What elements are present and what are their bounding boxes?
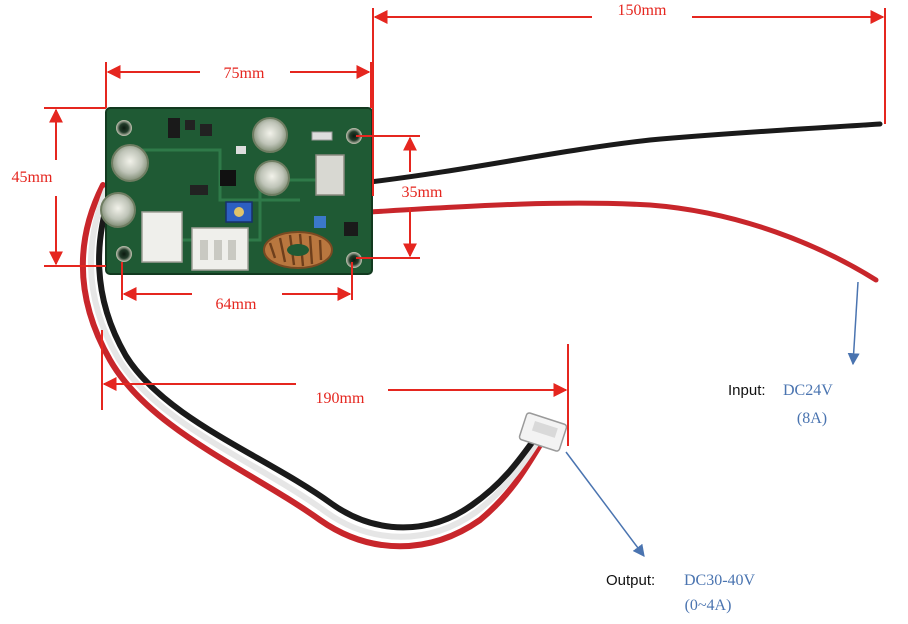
- capacitor: [111, 144, 149, 182]
- capacitor: [254, 160, 290, 196]
- output-wire-harness: [79, 182, 543, 550]
- dim-input-wire-length: 150mm: [372, 2, 886, 196]
- capacitor: [100, 192, 136, 228]
- mounting-hole-tr: [346, 128, 362, 144]
- pcb-header-left: [141, 211, 183, 263]
- output-voltage: DC30-40V: [684, 572, 756, 589]
- board-length-label: 75mm: [224, 65, 265, 82]
- input-wire-length-label: 150mm: [618, 2, 667, 19]
- dim-hole-spacing-short: 35mm: [356, 135, 443, 259]
- dim-board-length: 75mm: [105, 62, 372, 108]
- input-callout: Input: DC24V (8A): [728, 281, 860, 427]
- input-wires: [367, 121, 883, 283]
- output-current: (0~4A): [685, 597, 732, 614]
- dim-hole-spacing-long: 64mm: [121, 262, 353, 313]
- output-label: Output:: [606, 572, 655, 589]
- capacitor: [252, 117, 288, 153]
- dim-output-wire-length: 190mm: [101, 330, 569, 446]
- mounting-hole-tl: [116, 120, 132, 136]
- output-callout: Output: DC30-40V (0~4A): [565, 451, 756, 614]
- hole-spacing-long-label: 64mm: [216, 296, 257, 313]
- mounting-hole-bl: [116, 246, 132, 262]
- input-voltage: DC24V: [783, 382, 833, 399]
- input-label: Input:: [728, 382, 766, 399]
- dim-board-width: 45mm: [12, 107, 106, 267]
- hole-spacing-short-label: 35mm: [402, 184, 443, 201]
- input-current: (8A): [797, 410, 827, 427]
- board-width-label: 45mm: [12, 169, 53, 186]
- mounting-hole-br: [346, 252, 362, 268]
- pcb-board: [100, 107, 373, 275]
- toroid-inductor: [263, 231, 333, 269]
- output-connector: [518, 412, 568, 452]
- output-wire-length-label: 190mm: [316, 390, 365, 407]
